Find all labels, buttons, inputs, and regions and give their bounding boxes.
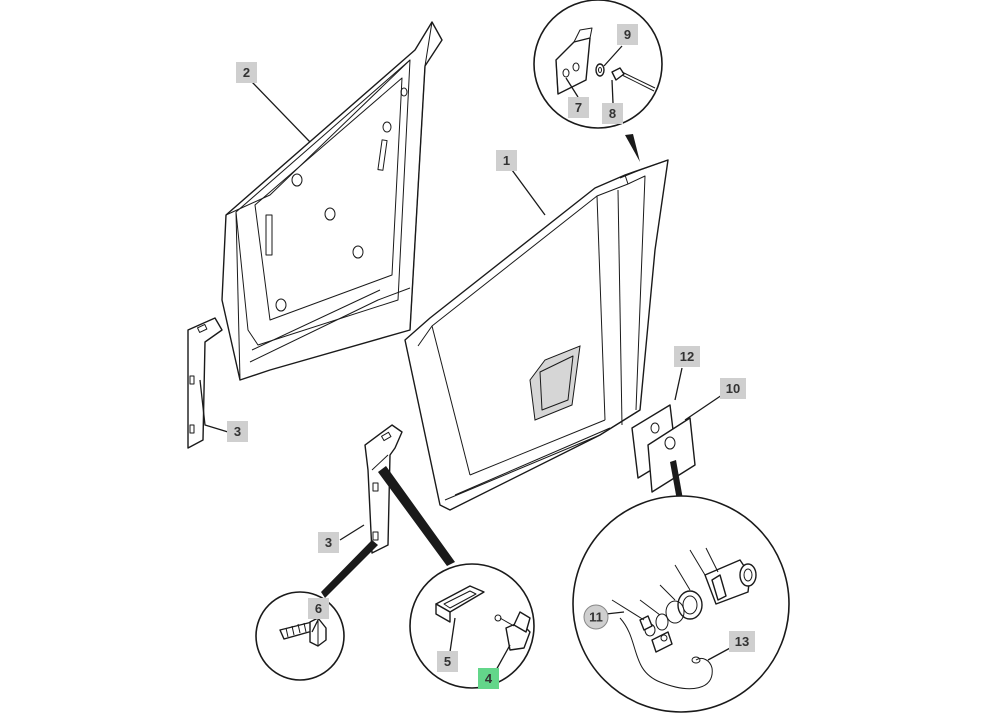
part-3-bracket-lower — [364, 424, 403, 554]
callout-11-label: 11 — [589, 610, 603, 625]
detail-circle-top — [533, 0, 663, 129]
callout-8-label: 8 — [609, 106, 616, 121]
callout-7-label: 7 — [575, 100, 582, 115]
callout-3-left-label: 3 — [234, 424, 241, 439]
callout-4[interactable]: 4 — [478, 668, 499, 689]
callout-3-lower: 3 — [318, 532, 339, 553]
callout-6-label: 6 — [315, 601, 322, 616]
part-2-side-panel — [221, 21, 443, 381]
callout-5: 5 — [437, 651, 458, 672]
callout-8: 8 — [602, 103, 623, 124]
callout-10-label: 10 — [726, 381, 740, 396]
leader-lines — [199, 45, 733, 673]
callout-1-label: 1 — [503, 153, 510, 168]
callout-13-label: 13 — [735, 634, 749, 649]
callout-5-label: 5 — [444, 654, 451, 669]
detail-circle-lock — [572, 495, 790, 713]
detail-circle-bolt — [255, 591, 345, 681]
callout-9: 9 — [617, 24, 638, 45]
part-3-bracket-left — [187, 317, 223, 449]
pointer-wedges — [321, 134, 684, 598]
part-1-door-panel — [404, 159, 669, 511]
callout-2-label: 2 — [243, 65, 250, 80]
callout-6: 6 — [308, 598, 329, 619]
part-10-pad — [647, 417, 696, 493]
callout-13: 13 — [729, 631, 755, 652]
callout-7: 7 — [568, 97, 589, 118]
callout-3-lower-label: 3 — [325, 535, 332, 550]
callout-9-label: 9 — [624, 27, 631, 42]
callout-11: 11 — [583, 604, 609, 630]
callout-3-left: 3 — [227, 421, 248, 442]
detail-circle-catch — [409, 563, 535, 689]
callout-12-label: 12 — [680, 349, 694, 364]
callout-12: 12 — [674, 346, 700, 367]
callout-10: 10 — [720, 378, 746, 399]
callout-4-label: 4 — [485, 671, 493, 686]
callout-2: 2 — [236, 62, 257, 83]
callout-1: 1 — [496, 150, 517, 171]
